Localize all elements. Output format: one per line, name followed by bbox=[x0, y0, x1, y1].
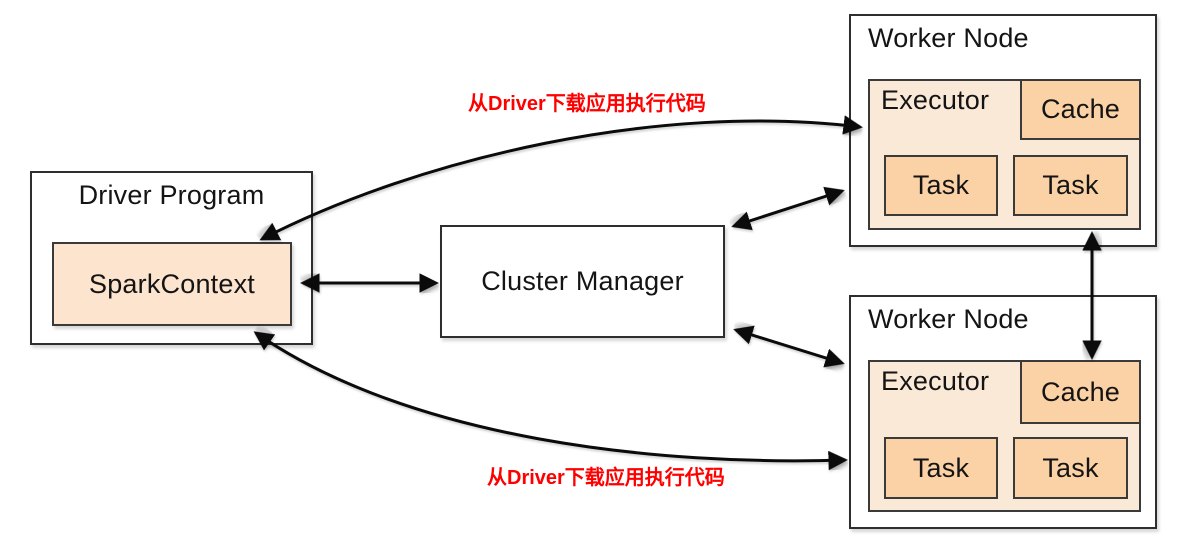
cluster-manager-label: Cluster Manager bbox=[481, 266, 684, 296]
executor-top-label: Executor bbox=[881, 85, 990, 115]
worker-node-bottom-title: Worker Node bbox=[868, 304, 1029, 334]
annotation-download-code-bottom: 从Driver下载应用执行代码 bbox=[487, 467, 725, 489]
task-box: Task bbox=[1013, 437, 1128, 499]
arrow-driver-worker-top-curve bbox=[259, 115, 863, 241]
task-label: Task bbox=[912, 452, 970, 483]
worker-node-top-title: Worker Node bbox=[868, 23, 1029, 53]
arrow-clustermanager-worker-bottom bbox=[733, 325, 845, 368]
task-label: Task bbox=[1042, 170, 1099, 200]
annotation-download-code-top: 从Driver下载应用执行代码 bbox=[468, 93, 706, 115]
arrow-clustermanager-worker-top bbox=[731, 186, 845, 231]
cache-top-label: Cache bbox=[1040, 94, 1121, 124]
cache-bottom-label: Cache bbox=[1040, 376, 1121, 407]
spark-context-label: SparkContext bbox=[89, 268, 255, 299]
task-box: Task bbox=[1013, 155, 1128, 216]
executor-bottom-label: Executor bbox=[881, 366, 990, 396]
arrow-driver-worker-bottom-curve bbox=[253, 331, 848, 471]
driver-program-title: Driver Program bbox=[78, 180, 265, 210]
spark-context-box: SparkContext bbox=[52, 242, 292, 326]
task-box: Task bbox=[884, 155, 998, 216]
cluster-manager-box: Cluster Manager bbox=[440, 225, 725, 338]
task-label: Task bbox=[912, 170, 970, 200]
cache-bottom-box: Cache bbox=[1020, 360, 1141, 424]
cache-top-box: Cache bbox=[1020, 79, 1141, 140]
task-box: Task bbox=[884, 437, 998, 499]
task-label: Task bbox=[1042, 452, 1099, 483]
